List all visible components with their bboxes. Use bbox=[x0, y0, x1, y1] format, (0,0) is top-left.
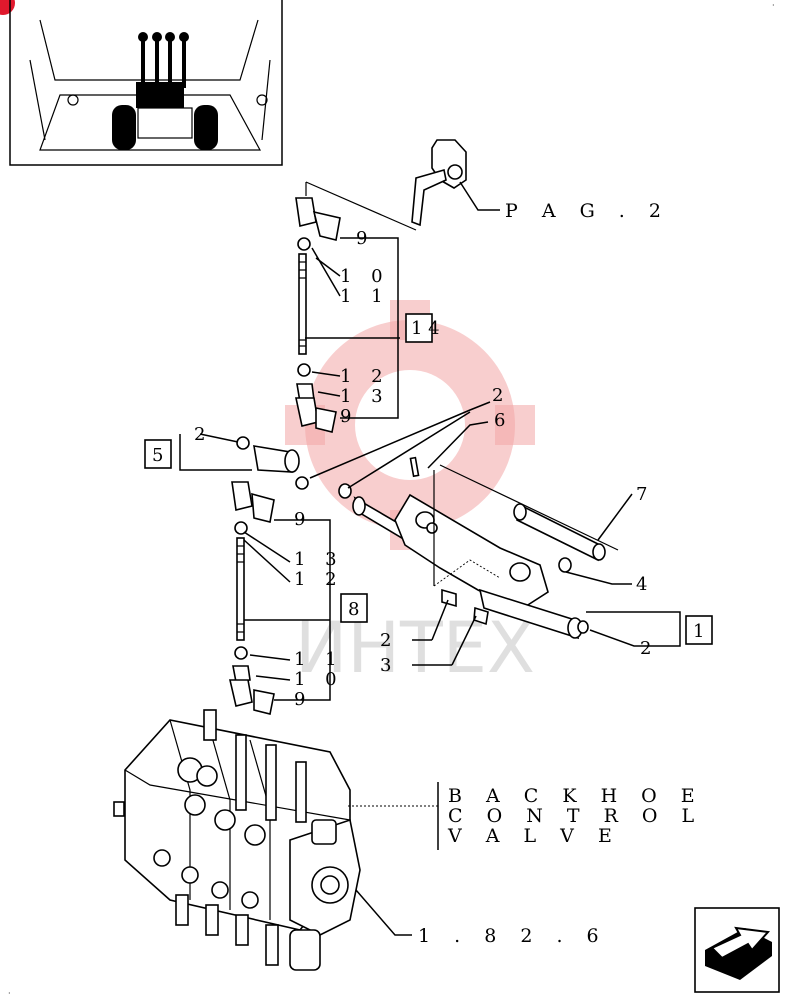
callout-9: 9 bbox=[356, 228, 374, 249]
valve-label-line-3: V A L V E bbox=[447, 825, 621, 847]
leader-line bbox=[347, 411, 471, 489]
callout-9: 9 bbox=[294, 689, 312, 710]
valve-label-line-2: C O N T R O L bbox=[448, 805, 703, 827]
callout-11: 1 1 bbox=[340, 286, 390, 307]
callout-box-8 bbox=[340, 593, 368, 623]
callout-2: 2 bbox=[492, 385, 510, 406]
callout-9: 9 bbox=[294, 509, 312, 530]
callout-group-ref: 1 . 8 2 . 6 bbox=[418, 925, 608, 947]
valve-label-line-1: B A C K H O E bbox=[448, 785, 704, 807]
callout-8: 8 bbox=[348, 599, 359, 620]
callout-14: 1 4 bbox=[411, 318, 440, 339]
callout-11: 1 1 bbox=[294, 649, 344, 670]
watermark-text: ИНТЕХ bbox=[295, 607, 535, 689]
leader-line bbox=[597, 493, 633, 541]
leader-line bbox=[586, 611, 681, 647]
upper-linkage-assembly bbox=[295, 181, 417, 433]
callout-4: 4 bbox=[636, 574, 654, 595]
callout-box-14 bbox=[405, 313, 433, 343]
arrow-next-page-icon[interactable] bbox=[694, 907, 780, 993]
shaft-bracket-assembly bbox=[338, 456, 619, 640]
lower-linkage-assembly bbox=[228, 481, 331, 715]
leader-line bbox=[565, 571, 632, 585]
callout-13: 1 3 bbox=[294, 549, 344, 570]
callout-10: 1 0 bbox=[340, 266, 390, 287]
callout-13: 1 3 bbox=[340, 386, 390, 407]
callout-12: 1 2 bbox=[340, 366, 390, 387]
corner-mark bbox=[0, 0, 15, 15]
backhoe-control-valve bbox=[113, 709, 440, 971]
callout-2: 2 bbox=[380, 630, 398, 651]
leader-line bbox=[427, 421, 489, 469]
leader-line bbox=[431, 599, 449, 641]
pivot-assembly bbox=[179, 433, 309, 490]
callout-7: 7 bbox=[636, 484, 654, 505]
callout-2: 2 bbox=[640, 638, 658, 659]
cab-levers-thumbnail bbox=[9, 0, 283, 166]
corner-dot: · bbox=[8, 989, 11, 998]
callout-9: 9 bbox=[340, 406, 358, 427]
callout-3: 3 bbox=[380, 655, 398, 676]
lever-bracket bbox=[411, 139, 500, 227]
callout-box-5 bbox=[144, 439, 172, 469]
callout-2: 2 bbox=[194, 424, 212, 445]
callout-5: 5 bbox=[152, 445, 163, 466]
callout-1: 1 bbox=[693, 621, 704, 642]
callout-6: 6 bbox=[494, 410, 512, 431]
callout-12: 1 2 bbox=[294, 569, 344, 590]
callout-10: 1 0 bbox=[294, 669, 344, 690]
callout-box-1 bbox=[685, 615, 713, 645]
corner-dot: · bbox=[772, 1, 775, 10]
leader-line bbox=[355, 889, 412, 936]
callout-pag-2: P A G . 2 bbox=[505, 200, 670, 222]
leader-line bbox=[309, 401, 491, 479]
leader-line bbox=[451, 615, 477, 666]
